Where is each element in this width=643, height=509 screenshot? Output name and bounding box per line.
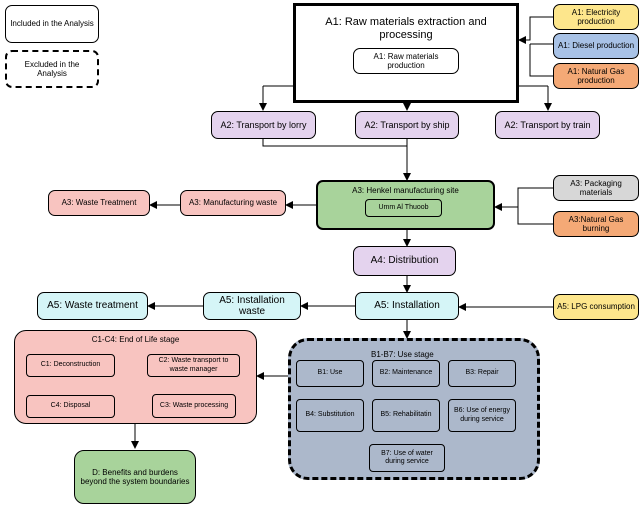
- a3-packaging-materials: A3: Packaging materials: [553, 175, 639, 201]
- d-label: D: Benefits and burdens beyond the syste…: [80, 467, 190, 486]
- a5-installation: A5: Installation: [355, 292, 459, 320]
- arrow-electricity-to-a1: [518, 16, 553, 44]
- b1-label: B1: Use: [317, 369, 343, 377]
- a1-electricity-label: A1: Electricity production: [571, 7, 621, 26]
- c1-deconstruction: C1: Deconstruction: [26, 354, 115, 377]
- line-packaging: [517, 187, 553, 225]
- a1-natural-gas-production: A1: Natural Gas production: [553, 63, 639, 89]
- line-lorry-to-a3: [262, 139, 407, 147]
- c4-label: C4: Disposal: [50, 402, 91, 410]
- a3-site-label: A3: Henkel manufacturing site: [352, 186, 459, 195]
- a5-installation-waste: A5: Installation waste: [203, 292, 301, 320]
- b5-rehabilitation: B5: Rehabilitatin: [372, 399, 440, 432]
- a2-ship-label: A2: Transport by ship: [364, 119, 450, 130]
- c2-waste-transport: C2: Waste transport to waste manager: [147, 354, 240, 377]
- b7-label: B7: Use of water during service: [381, 449, 433, 465]
- a2-transport-ship: A2: Transport by ship: [355, 111, 459, 139]
- a1-sub-label: A1: Raw materials production: [373, 51, 439, 70]
- a4-distribution: A4: Distribution: [353, 246, 456, 276]
- a3-manufacturing-waste: A3: Manufacturing waste: [180, 190, 286, 216]
- c3-waste-processing: C3: Waste processing: [152, 394, 236, 418]
- a2-transport-train: A2: Transport by train: [495, 111, 600, 139]
- b3-label: B3: Repair: [465, 369, 499, 377]
- a3-natural-gas-label: A3:Natural Gas burning: [568, 214, 624, 233]
- a5-waste-treatment-label: A5: Waste treatment: [47, 300, 138, 312]
- d-benefits-burdens: D: Benefits and burdens beyond the syste…: [74, 450, 196, 504]
- a5-lpg-consumption: A5: LPG consumption: [553, 294, 639, 320]
- a1-diesel-label: A1: Diesel production: [557, 41, 635, 51]
- legend-excluded-label: Excluded in the Analysis: [24, 59, 80, 78]
- a2-train-label: A2: Transport by train: [504, 119, 591, 130]
- c4-disposal: C4: Disposal: [26, 395, 115, 418]
- a1-natural-gas-label: A1: Natural Gas production: [567, 66, 625, 85]
- a3-waste-treatment-label: A3: Waste Treatment: [61, 198, 137, 208]
- a2-lorry-label: A2: Transport by lorry: [220, 119, 307, 130]
- b4-substitution: B4: Substitution: [296, 399, 364, 432]
- a3-manufacturing-waste-label: A3: Manufacturing waste: [188, 198, 278, 208]
- a5-installation-waste-label: A5: Installation waste: [219, 294, 285, 318]
- b3-repair: B3: Repair: [448, 360, 516, 387]
- b4-label: B4: Substitution: [305, 411, 355, 419]
- line-natgas-to-a1: [529, 44, 553, 77]
- a3-site-location-label: Umm Al Thuoob: [378, 203, 429, 211]
- b6-label: B6: Use of energy during service: [453, 407, 511, 423]
- b1-use: B1: Use: [296, 360, 364, 387]
- a3-packaging-label: A3: Packaging materials: [570, 178, 622, 197]
- a4-distribution-label: A4: Distribution: [370, 255, 439, 267]
- b2-maintenance: B2: Maintenance: [372, 360, 440, 387]
- legend-included: Included in the Analysis: [5, 5, 99, 43]
- a3-natural-gas-burning: A3:Natural Gas burning: [553, 211, 639, 237]
- c3-label: C3: Waste processing: [159, 401, 229, 409]
- b5-label: B5: Rehabilitatin: [380, 411, 432, 419]
- legend-included-label: Included in the Analysis: [10, 19, 94, 29]
- a5-installation-label: A5: Installation: [374, 300, 440, 312]
- a2-transport-lorry: A2: Transport by lorry: [211, 111, 316, 139]
- a1-electricity-production: A1: Electricity production: [553, 4, 639, 30]
- a1-diesel-production: A1: Diesel production: [553, 33, 639, 59]
- a1-raw-materials-production: A1: Raw materials production: [353, 48, 459, 74]
- c2-label: C2: Waste transport to waste manager: [158, 357, 229, 373]
- b6-energy-use: B6: Use of energy during service: [448, 399, 516, 432]
- legend-excluded: Excluded in the Analysis: [5, 50, 99, 88]
- a3-site-location: Umm Al Thuoob: [365, 199, 442, 217]
- b7-water-use: B7: Use of water during service: [369, 444, 445, 472]
- a5-waste-treatment: A5: Waste treatment: [37, 292, 148, 320]
- a1-title: A1: Raw materials extraction and process…: [325, 16, 487, 41]
- a3-waste-treatment: A3: Waste Treatment: [48, 190, 150, 216]
- c1-label: C1: Deconstruction: [40, 361, 101, 369]
- a5-lpg-label: A5: LPG consumption: [557, 302, 635, 312]
- b2-label: B2: Maintenance: [379, 369, 433, 377]
- c-title: C1-C4: End of Life stage: [91, 335, 180, 344]
- b-title: B1-B7: Use stage: [371, 350, 434, 359]
